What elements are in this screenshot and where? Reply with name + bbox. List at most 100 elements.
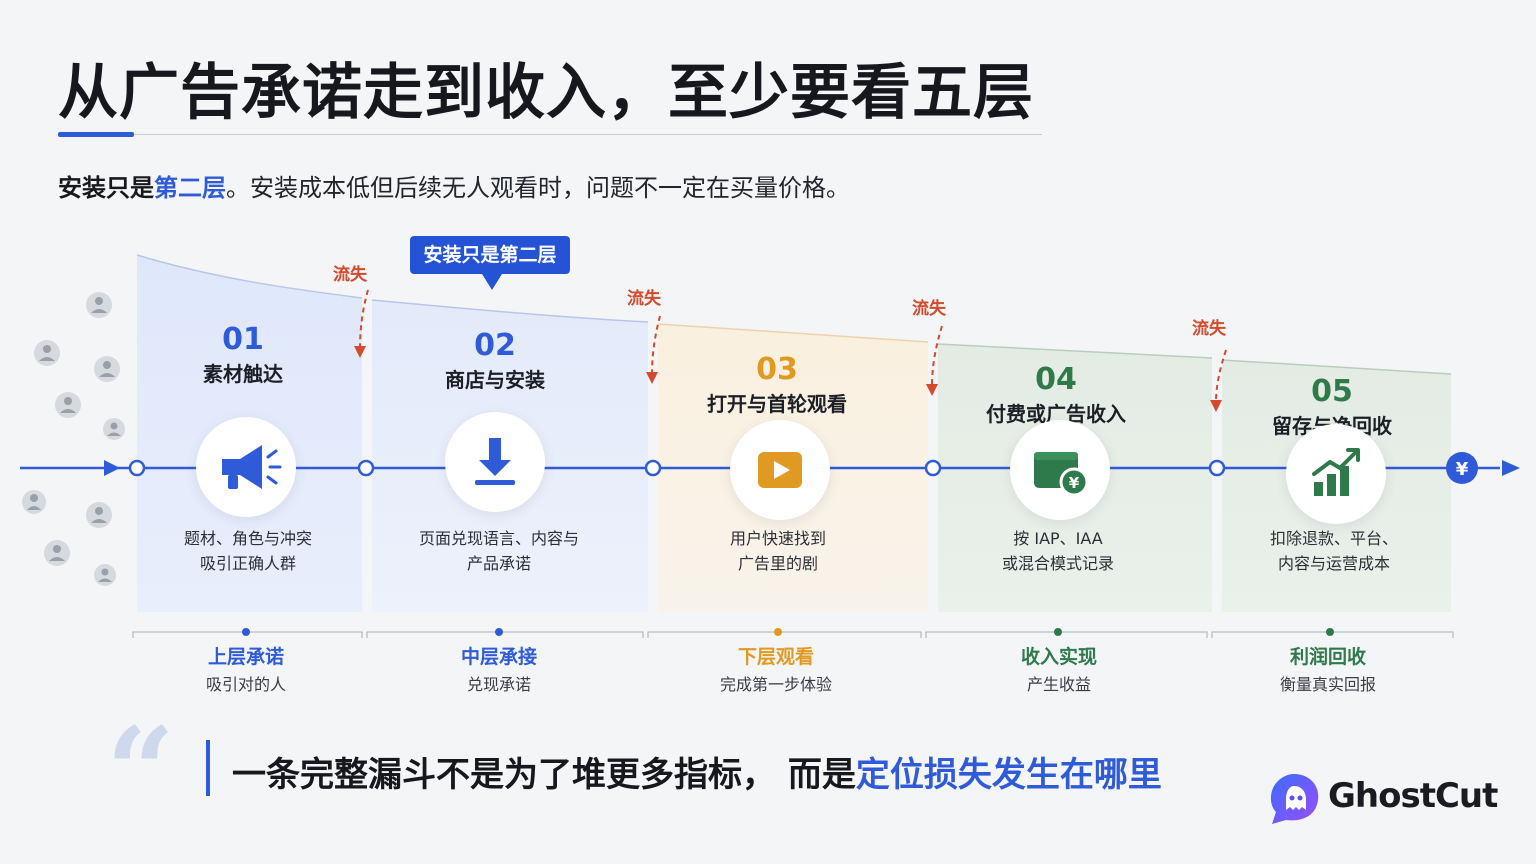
stage-03-icon-circle — [730, 420, 830, 520]
person-icon — [94, 564, 116, 586]
stage-05-description: 扣除退款、平台、 内容与运营成本 — [1229, 526, 1439, 576]
stage-desc-line: 按 IAP、IAA — [1013, 529, 1103, 548]
megaphone-icon — [222, 445, 282, 489]
person-icon — [22, 490, 46, 514]
flow-arrowhead-start — [104, 460, 120, 476]
layer-subtitle: 吸引对的人 — [205, 675, 286, 694]
stage-04-icon-circle: ¥ — [1010, 420, 1110, 520]
stage-01-description: 题材、角色与冲突 吸引正确人群 — [143, 526, 353, 576]
quote-bar — [206, 740, 210, 796]
subtitle-bold: 安装只是 — [58, 174, 154, 202]
layer-lower: 下层观看 完成第一步体验 — [676, 644, 876, 698]
stage-desc-line: 用户快速找到 — [729, 529, 826, 548]
subtitle-rest: 。安装成本低但后续无人观看时，问题不一定在买量价格。 — [226, 174, 850, 202]
subtitle: 安装只是第二层。安装成本低但后续无人观看时，问题不一定在买量价格。 — [58, 168, 850, 203]
quote-text: 一条完整漏斗不是为了堆更多指标， 而是定位损失发生在哪里 — [232, 747, 1162, 796]
stage-desc-line: 内容与运营成本 — [1277, 554, 1390, 573]
flow-node — [1208, 459, 1226, 477]
stage-desc-line: 题材、角色与冲突 — [183, 529, 312, 548]
person-icon — [94, 356, 120, 382]
loss-arrow — [931, 325, 943, 387]
stage-01-icon-circle — [196, 417, 296, 517]
stage-05-icon-circle — [1286, 424, 1386, 524]
flow-node — [357, 459, 375, 477]
bracket-dot — [495, 628, 503, 636]
quote-highlight: 定位损失发生在哪里 — [855, 755, 1162, 795]
person-icon — [55, 392, 81, 418]
stage-desc-line: 或混合模式记录 — [1001, 554, 1114, 573]
loss-label: 流失 — [627, 289, 661, 309]
growth-chart-icon — [1312, 448, 1360, 496]
loss-arrow — [359, 289, 369, 349]
stage-02-description: 页面兑现语言、内容与 产品承诺 — [394, 526, 604, 576]
title-divider — [58, 134, 1042, 135]
wallet-icon: ¥ — [1034, 452, 1089, 497]
play-icon — [758, 452, 802, 488]
bracket-dot — [242, 628, 250, 636]
person-icon — [34, 340, 60, 366]
funnel-outline — [937, 343, 1213, 359]
layer-name: 收入实现 — [1020, 646, 1097, 668]
flow-arrowhead-end — [1502, 460, 1520, 476]
layer-profit: 利润回收 衡量真实回报 — [1228, 644, 1428, 698]
quote-mark-icon: “ — [106, 701, 176, 842]
loss-label: 流失 — [1192, 319, 1226, 339]
flow-node — [644, 459, 662, 477]
brand-name: GhostCut — [1328, 776, 1498, 816]
funnel-outline — [657, 323, 929, 343]
title-accent-bar — [58, 132, 134, 137]
person-icon — [86, 292, 112, 318]
loss-label: 流失 — [912, 299, 946, 319]
layer-middle: 中层承接 兑现承诺 — [399, 644, 599, 698]
stage-desc-line: 产品承诺 — [466, 554, 531, 573]
loss-arrowheads — [354, 346, 1222, 412]
funnel-outline — [1221, 359, 1452, 375]
callout-badge: 安装只是第二层 — [410, 236, 570, 274]
subtitle-highlight: 第二层 — [154, 174, 226, 202]
funnel-outline — [371, 299, 649, 323]
bracket-dot — [1054, 628, 1062, 636]
stage-desc-line: 页面兑现语言、内容与 — [418, 529, 579, 548]
layer-brackets — [132, 631, 1454, 638]
callout-pointer — [482, 274, 502, 290]
funnel-outline — [136, 254, 363, 299]
layer-upper: 上层承诺 吸引对的人 — [146, 644, 346, 698]
bracket-dot — [774, 628, 782, 636]
download-icon — [475, 438, 515, 485]
stage-04-header: 04 付费或广告收入 — [946, 362, 1166, 428]
stage-03-header: 03 打开与首轮观看 — [667, 352, 887, 418]
stage-name: 商店与安装 — [445, 368, 545, 392]
layer-name: 中层承接 — [460, 646, 537, 668]
stage-number: 02 — [474, 328, 516, 363]
loss-label: 流失 — [333, 265, 367, 285]
flow-node — [128, 459, 146, 477]
layer-name: 上层承诺 — [207, 646, 284, 668]
stage-desc-line: 扣除退款、平台、 — [1269, 529, 1398, 548]
stage-number: 05 — [1311, 374, 1353, 409]
loss-arrow — [1215, 349, 1227, 403]
stage-number: 01 — [222, 322, 264, 357]
stage-name: 素材触达 — [203, 362, 283, 386]
stage-number: 03 — [756, 352, 798, 387]
stage-02-header: 02 商店与安装 — [395, 328, 595, 394]
stage-desc-line: 广告里的剧 — [737, 554, 818, 573]
person-icon — [86, 502, 112, 528]
layer-subtitle: 衡量真实回报 — [1279, 675, 1376, 694]
stage-02-icon-circle — [445, 412, 545, 512]
loss-arrows — [359, 289, 1227, 403]
stage-name: 打开与首轮观看 — [707, 392, 847, 416]
quote-main: 一条完整漏斗不是为了堆更多指标， 而是 — [232, 755, 856, 795]
bracket-dot — [1326, 628, 1334, 636]
page-title: 从广告承诺走到收入，至少要看五层 — [58, 58, 1034, 128]
flow-nodes — [128, 459, 1226, 477]
yen-symbol: ¥ — [1456, 459, 1469, 480]
loss-arrow — [651, 315, 661, 375]
layer-revenue: 收入实现 产生收益 — [959, 644, 1159, 698]
layer-subtitle: 兑现承诺 — [466, 675, 531, 694]
layer-name: 利润回收 — [1289, 646, 1366, 668]
layer-subtitle: 完成第一步体验 — [719, 675, 832, 694]
person-icon — [44, 540, 70, 566]
stage-01-header: 01 素材触达 — [143, 322, 343, 388]
flow-node — [924, 459, 942, 477]
stage-number: 04 — [1035, 362, 1077, 397]
